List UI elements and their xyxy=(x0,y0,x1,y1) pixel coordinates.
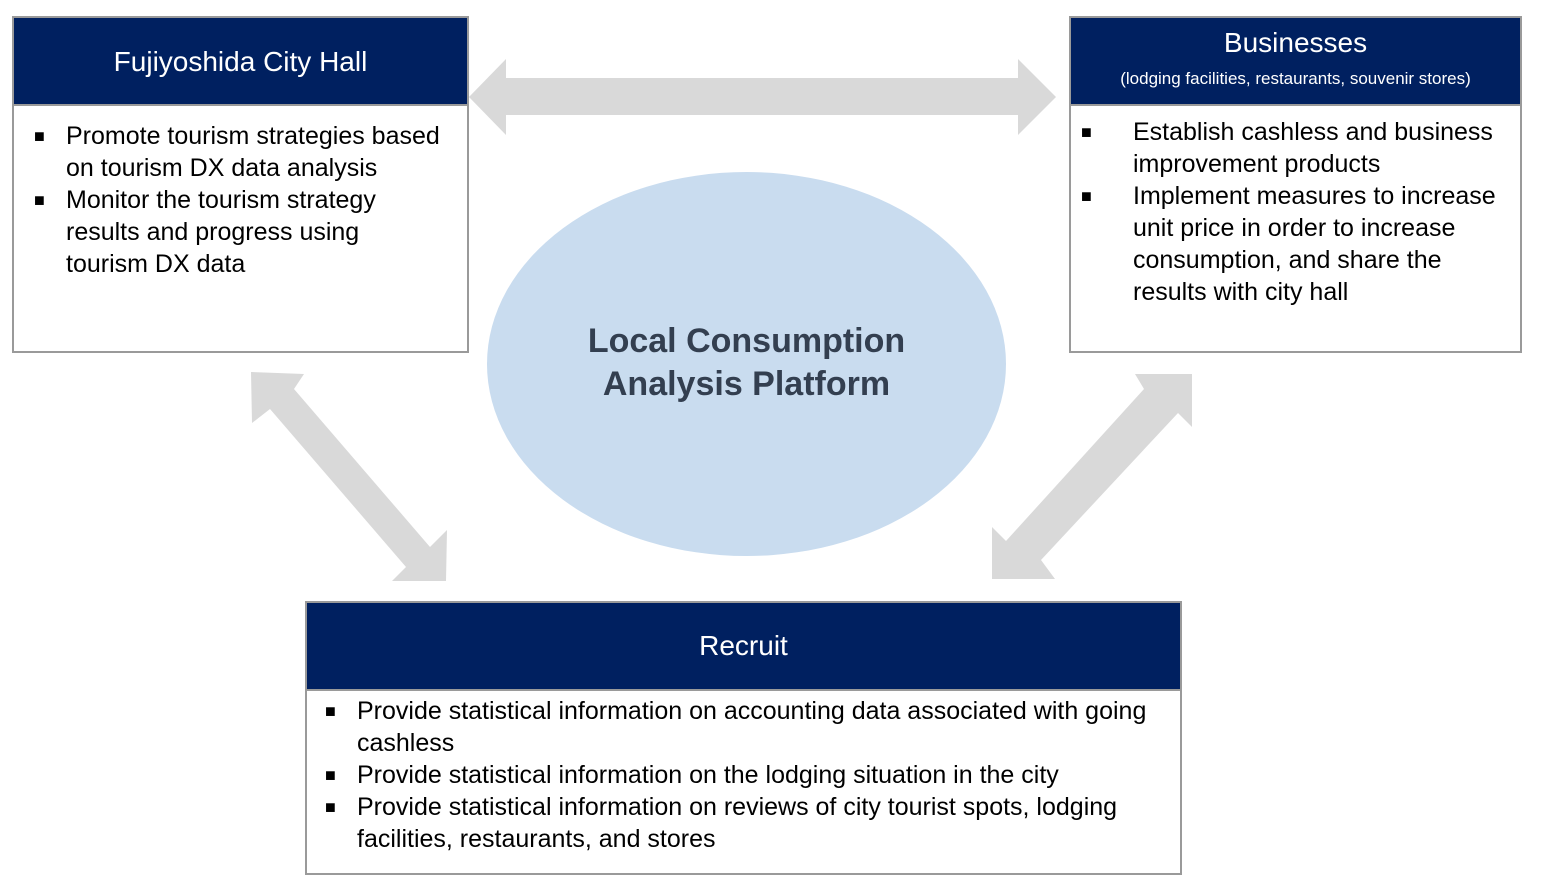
list-item: ■Provide statistical information on revi… xyxy=(325,793,1118,853)
list-item: ■Promote tourism strategies based on tou… xyxy=(34,122,440,182)
arrow-cityhall-businesses xyxy=(469,59,1056,135)
recruit-box: Recruit ■Provide statistical information… xyxy=(305,601,1182,875)
recruit-list: ■Provide statistical information on acco… xyxy=(307,691,1180,855)
platform-label: Local Consumption Analysis Platform xyxy=(588,320,905,406)
square-bullet-icon: ■ xyxy=(325,701,336,721)
square-bullet-icon: ■ xyxy=(325,765,336,785)
businesses-list: ■Establish cashless and business improve… xyxy=(1071,106,1520,308)
list-item: ■Provide statistical information on acco… xyxy=(325,697,1147,757)
square-bullet-icon: ■ xyxy=(34,126,45,146)
city-hall-title: Fujiyoshida City Hall xyxy=(113,46,368,77)
businesses-header: Businesses (lodging facilities, restaura… xyxy=(1071,18,1520,106)
list-item: ■Implement measures to increase unit pri… xyxy=(1081,182,1496,306)
city-hall-header: Fujiyoshida City Hall xyxy=(14,18,467,106)
businesses-title: Businesses xyxy=(1223,27,1368,58)
square-bullet-icon: ■ xyxy=(325,797,336,817)
arrow-cityhall-recruit xyxy=(251,372,447,581)
list-item: ■Provide statistical information on the … xyxy=(325,761,1059,789)
businesses-box: Businesses (lodging facilities, restaura… xyxy=(1069,16,1522,353)
recruit-title: Recruit xyxy=(699,630,788,661)
platform-label-line1: Local Consumption xyxy=(587,322,906,360)
square-bullet-icon: ■ xyxy=(1081,122,1092,142)
city-hall-list: ■Promote tourism strategies based on tou… xyxy=(14,106,467,280)
list-item: ■Establish cashless and business improve… xyxy=(1081,118,1493,178)
businesses-subtitle: (lodging facilities, restaurants, souven… xyxy=(1120,69,1471,88)
arrow-businesses-recruit xyxy=(992,374,1192,579)
square-bullet-icon: ■ xyxy=(1081,186,1092,206)
recruit-header: Recruit xyxy=(307,603,1180,691)
square-bullet-icon: ■ xyxy=(34,190,45,210)
platform-label-line2: Analysis Platform xyxy=(602,365,891,403)
platform-ellipse: Local Consumption Analysis Platform xyxy=(487,172,1006,556)
list-item: ■Monitor the tourism strategy results an… xyxy=(34,186,376,278)
city-hall-box: Fujiyoshida City Hall ■Promote tourism s… xyxy=(12,16,469,353)
